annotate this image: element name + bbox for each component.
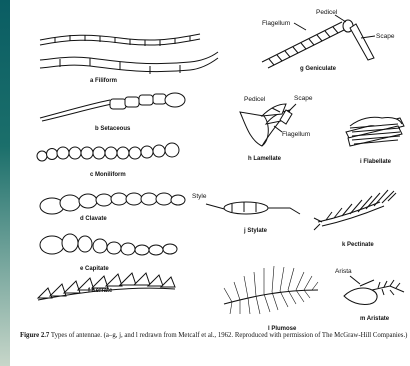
antenna-geniculate bbox=[262, 20, 374, 68]
antenna-plumose bbox=[224, 266, 318, 314]
label-lamellate: h Lamellate bbox=[248, 156, 282, 162]
part-flagellum-h: Flagellum bbox=[282, 131, 310, 138]
label-serrate: f Serrate bbox=[88, 288, 113, 294]
label-aristate: m Aristate bbox=[360, 316, 390, 322]
antenna-flabellate bbox=[346, 117, 404, 146]
label-capitate: e Capitate bbox=[80, 266, 109, 272]
label-pectinate: k Pectinate bbox=[342, 242, 374, 248]
antenna-moniliform bbox=[37, 143, 179, 161]
antenna-capitate bbox=[40, 234, 177, 255]
label-clavate: d Clavate bbox=[80, 216, 107, 222]
label-setaceous: b Setaceous bbox=[95, 126, 131, 132]
part-arista-m: Arista bbox=[335, 268, 352, 275]
part-pedicel-h: Pedicel bbox=[244, 96, 266, 103]
antenna-serrate bbox=[38, 273, 175, 300]
label-geniculate: g Geniculate bbox=[300, 66, 337, 72]
part-style-j: Style bbox=[192, 193, 207, 200]
part-pedicel-g: Pedicel bbox=[316, 9, 338, 16]
antenna-aristate bbox=[344, 280, 404, 305]
caption-text: Types of antennae. (a–g, j, and l redraw… bbox=[51, 332, 408, 339]
antenna-pectinate bbox=[314, 190, 396, 230]
antenna-setaceous bbox=[40, 93, 185, 121]
figure-label: Figure 2.7 bbox=[20, 332, 49, 339]
part-scape-h: Scape bbox=[294, 95, 313, 102]
label-filiform: a Filiform bbox=[90, 78, 117, 84]
part-flagellum-g: Flagellum bbox=[262, 20, 290, 27]
antenna-lamellate bbox=[240, 104, 292, 146]
antenna-stylate bbox=[206, 202, 300, 214]
figure-caption: Figure 2.7 Types of antennae. (a–g, j, a… bbox=[20, 332, 408, 340]
label-moniliform: c Moniliform bbox=[90, 172, 126, 178]
part-scape-g: Scape bbox=[376, 33, 395, 40]
label-flabellate: i Flabellate bbox=[360, 159, 392, 165]
antenna-clavate bbox=[40, 193, 185, 214]
antenna-filiform bbox=[40, 34, 218, 74]
label-stylate: j Stylate bbox=[243, 228, 268, 234]
